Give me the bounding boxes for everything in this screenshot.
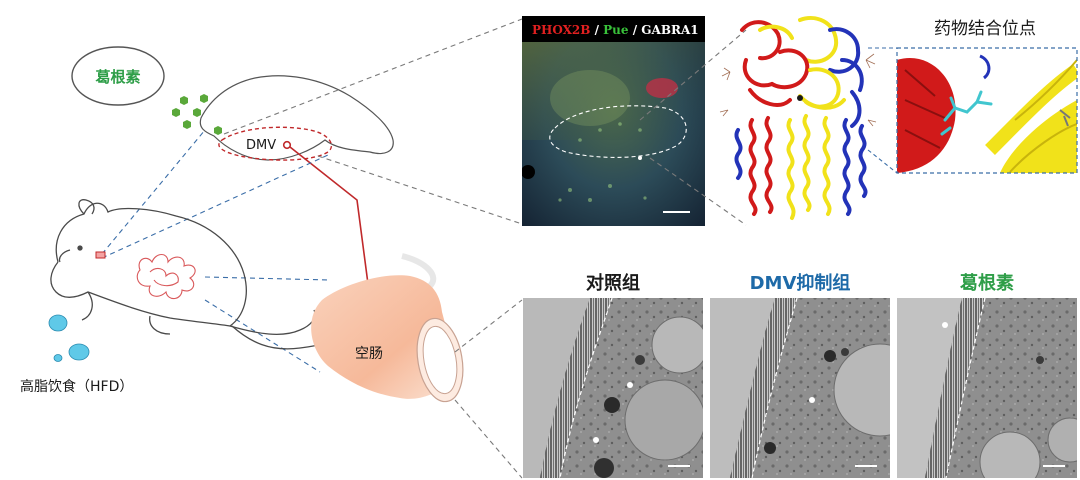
jejunum-label: 空肠 <box>355 346 383 362</box>
protein-to-zoom-connectors <box>867 47 898 174</box>
hfd-food-droplets <box>48 314 90 362</box>
stain-gabra1: GABRA1 <box>641 23 698 37</box>
stain-legend: PHOX2B / Pue / GABRA1 <box>532 23 699 37</box>
puerarin-bubble-label: 葛根素 <box>94 68 140 86</box>
mouse-to-brain-connectors <box>101 129 331 373</box>
immunofluorescence-image: PHOX2B / Pue / GABRA1 <box>522 16 705 226</box>
dmv-label: DMV <box>246 138 276 153</box>
stain-sep: / <box>629 23 642 37</box>
binding-site-zoom <box>896 47 1078 174</box>
binding-site-title: 药物结合位点 <box>934 19 1036 39</box>
if-to-protein-connectors <box>639 29 747 226</box>
stain-sep: / <box>590 23 603 37</box>
brain-to-if-connectors <box>223 18 523 225</box>
mouse-intestine <box>136 253 196 300</box>
em-panel-control: 对照组 <box>523 272 703 478</box>
stain-pue: Pue <box>603 23 629 37</box>
molecule-hexagon <box>214 126 222 135</box>
molecule-hexagon <box>180 96 188 105</box>
dmv-region: DMV <box>218 126 333 161</box>
stain-phox2b: PHOX2B <box>532 23 590 37</box>
mouse-brain-marker <box>95 251 106 259</box>
em-panel-puerarin: 葛根素 <box>897 272 1077 478</box>
puerarin-bubble: 葛根素 <box>71 46 165 106</box>
puerarin-molecules <box>172 94 222 135</box>
em-panel-title: 葛根素 <box>959 272 1014 294</box>
molecule-hexagon <box>200 94 208 103</box>
jejunum-to-em-connectors <box>454 299 523 479</box>
em-panel-title: 对照组 <box>586 272 640 294</box>
gabra-receptor-structure <box>719 16 877 220</box>
molecule-hexagon <box>183 120 191 129</box>
brain-outline <box>199 75 394 161</box>
molecule-hexagon <box>172 108 180 117</box>
hfd-label: 高脂饮食（HFD） <box>20 378 133 395</box>
em-panel-title: DMV抑制组 <box>750 272 851 294</box>
molecule-hexagon <box>193 108 201 117</box>
em-panel-dmv-inhibition: DMV抑制组 <box>710 272 890 478</box>
dmv-neuron-soma <box>282 140 292 150</box>
jejunum-illustration: 空肠 <box>311 253 464 403</box>
